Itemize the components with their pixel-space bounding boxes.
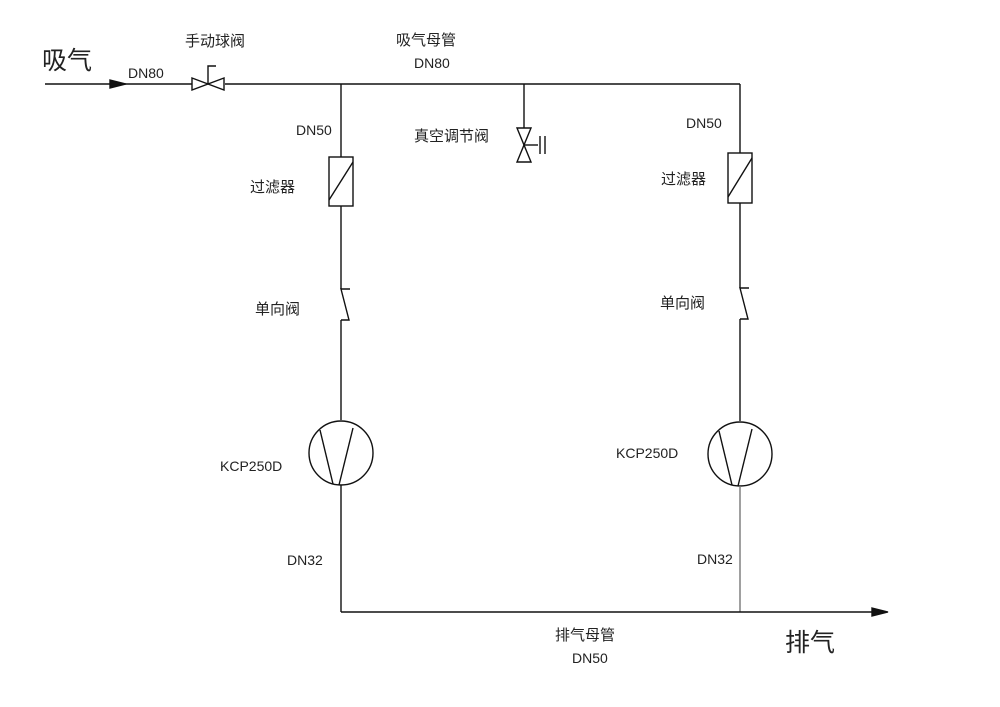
pump-label: KCP250D — [220, 458, 283, 474]
branch-pipe-size: DN50 — [686, 115, 722, 131]
pump-icon-right — [707, 421, 773, 487]
ball-valve-label: 手动球阀 — [185, 32, 246, 50]
vacuum-valve-icon — [515, 127, 546, 163]
outlet-label: 排气 — [785, 628, 836, 657]
check-valve-icon-left — [340, 288, 350, 321]
flow-arrow-icon — [109, 79, 127, 89]
pump-label: KCP250D — [616, 445, 679, 461]
flow-arrow-icon — [871, 607, 889, 617]
check-valve-label: 单向阀 — [660, 294, 706, 312]
filter-icon-left — [328, 156, 354, 207]
filter-label: 过滤器 — [250, 178, 296, 196]
exhaust-header-label: 排气母管 — [555, 626, 616, 644]
suction-header-label: 吸气母管 — [396, 31, 457, 49]
exhaust-header-size: DN50 — [572, 650, 608, 666]
outlet-pipe-size: DN32 — [287, 552, 323, 568]
ball-valve-icon — [191, 65, 225, 92]
filter-icon-right — [727, 152, 753, 204]
check-valve-label: 单向阀 — [255, 300, 301, 318]
inlet-pipe-size: DN80 — [128, 65, 164, 81]
vacuum-valve-label: 真空调节阀 — [414, 127, 490, 145]
pump-icon-left — [308, 420, 374, 486]
filter-label: 过滤器 — [661, 170, 707, 188]
suction-header-size: DN80 — [414, 55, 450, 71]
inlet-label: 吸气 — [42, 46, 93, 75]
outlet-pipe-size: DN32 — [697, 551, 733, 567]
branch-pipe-size: DN50 — [296, 122, 332, 138]
check-valve-icon-right — [739, 287, 749, 320]
